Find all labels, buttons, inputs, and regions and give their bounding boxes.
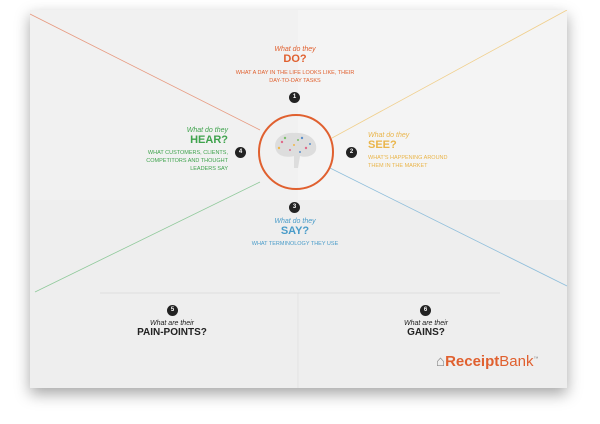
gains-question: What are their xyxy=(404,320,448,327)
badge-2: 2 xyxy=(346,147,357,158)
logo-bold: Receipt xyxy=(445,353,500,370)
logo-tm: ™ xyxy=(533,356,539,362)
gains-section: What are their GAINS? xyxy=(376,320,476,338)
hear-heading: HEAR? xyxy=(190,134,228,146)
badge-5: 5 xyxy=(167,305,178,316)
badge-4: 4 xyxy=(235,147,246,158)
do-heading: DO? xyxy=(283,53,307,65)
say-heading: SAY? xyxy=(280,225,310,237)
pain-question: What are their xyxy=(150,320,194,327)
hear-section: What do they HEAR? WHAT CUSTOMERS, CLIEN… xyxy=(140,127,228,173)
logo-light: Bank xyxy=(499,353,534,370)
badge-1: 1 xyxy=(289,92,300,103)
pain-section: What are their PAIN-POINTS? xyxy=(122,320,222,338)
brain-circle xyxy=(258,114,334,190)
see-description: WHAT'S HAPPENING AROUND THEM IN THE MARK… xyxy=(368,155,448,169)
hear-question: What do they xyxy=(186,127,228,134)
quadrant-lines xyxy=(30,10,567,388)
say-section: What do they SAY? WHAT TERMINOLOGY THEY … xyxy=(235,218,355,248)
pain-heading: PAIN-POINTS? xyxy=(137,327,207,338)
see-question: What do they xyxy=(368,132,410,139)
empathy-map-sheet xyxy=(30,10,567,388)
brain-icon xyxy=(275,132,317,168)
hear-description: WHAT CUSTOMERS, CLIENTS, COMPETITORS AND… xyxy=(146,150,228,172)
see-heading: SEE? xyxy=(368,139,397,151)
say-question: What do they xyxy=(274,218,316,225)
gains-heading: GAINS? xyxy=(407,327,445,338)
receiptbank-logo: ⌂ReceiptBank™ xyxy=(436,353,538,370)
do-description: WHAT A DAY IN THE LIFE LOOKS LIKE, THEIR… xyxy=(235,70,355,84)
fold xyxy=(30,200,567,388)
fold xyxy=(298,10,567,200)
logo-house-icon: ⌂ xyxy=(436,353,446,370)
see-section: What do they SEE? WHAT'S HAPPENING AROUN… xyxy=(368,132,448,170)
badge-6: 6 xyxy=(420,305,431,316)
badge-3: 3 xyxy=(289,202,300,213)
say-description: WHAT TERMINOLOGY THEY USE xyxy=(251,241,339,247)
do-section: What do they DO? WHAT A DAY IN THE LIFE … xyxy=(235,46,355,85)
do-question: What do they xyxy=(274,46,316,53)
